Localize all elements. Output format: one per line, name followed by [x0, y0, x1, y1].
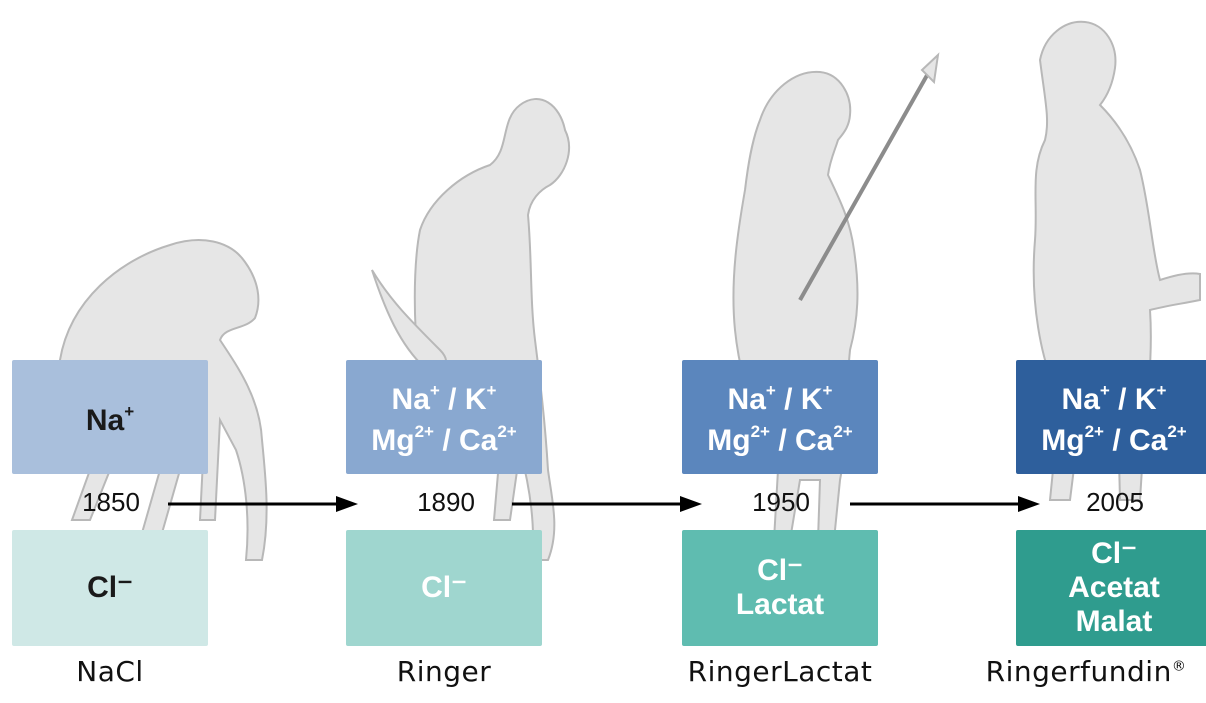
- ion-text: Mg: [707, 424, 750, 457]
- year-label: 1850: [46, 487, 176, 518]
- solution-name-text: NaCl: [76, 655, 143, 688]
- ion-text: Na: [392, 383, 430, 416]
- solution-name-text: Ringerfundin: [986, 655, 1172, 688]
- anion-box-ringerlactat: Cl⁻Lactat: [682, 530, 878, 646]
- cation-line: Mg2+ / Ca2+: [1041, 417, 1186, 458]
- year-label: 2005: [1050, 487, 1180, 518]
- charge-superscript: +: [124, 402, 134, 421]
- anion-line: Lactat: [736, 588, 824, 622]
- solution-name: NaCl: [0, 655, 230, 688]
- timeline-arrow: [850, 492, 1040, 516]
- charge-superscript: +: [487, 381, 497, 400]
- ion-text: / K: [1110, 383, 1157, 416]
- ion-text: Mg: [371, 424, 414, 457]
- anion-line: Cl⁻: [421, 571, 467, 605]
- anion-line: Cl⁻: [1091, 537, 1137, 571]
- solution-name-text: RingerLactat: [688, 655, 873, 688]
- cation-box-ringerlactat: Na+ / K+Mg2+ / Ca2+: [682, 360, 878, 474]
- anion-line: Acetat: [1068, 571, 1160, 605]
- charge-superscript: 2+: [751, 422, 770, 441]
- solution-name: Ringer: [324, 655, 564, 688]
- anion-line: Malat: [1076, 605, 1153, 639]
- cation-line: Na+: [86, 397, 134, 438]
- charge-superscript: 2+: [415, 422, 434, 441]
- timeline-arrow: [168, 492, 358, 516]
- ion-text: / K: [776, 383, 823, 416]
- ion-text: / Ca: [770, 424, 833, 457]
- solution-name: RingerLactat: [660, 655, 900, 688]
- cation-line: Mg2+ / Ca2+: [707, 417, 852, 458]
- charge-superscript: +: [823, 381, 833, 400]
- cation-box-ringer: Na+ / K+Mg2+ / Ca2+: [346, 360, 542, 474]
- anion-box-ringer: Cl⁻: [346, 530, 542, 646]
- anion-box-nacl: Cl⁻: [12, 530, 208, 646]
- year-label: 1890: [381, 487, 511, 518]
- ion-text: / Ca: [434, 424, 497, 457]
- solution-name: Ringerfundin®: [966, 655, 1206, 688]
- charge-superscript: 2+: [833, 422, 852, 441]
- charge-superscript: +: [1157, 381, 1167, 400]
- anion-line: Cl⁻: [757, 554, 803, 588]
- charge-superscript: +: [1100, 381, 1110, 400]
- charge-superscript: +: [766, 381, 776, 400]
- ion-text: Na: [728, 383, 766, 416]
- charge-superscript: +: [430, 381, 440, 400]
- solution-name-text: Ringer: [397, 655, 492, 688]
- charge-superscript: 2+: [1167, 422, 1186, 441]
- cation-line: Na+ / K+: [1062, 376, 1167, 417]
- anion-line: Cl⁻: [87, 571, 133, 605]
- charge-superscript: 2+: [497, 422, 516, 441]
- ion-text: Na: [1062, 383, 1100, 416]
- cation-line: Na+ / K+: [392, 376, 497, 417]
- charge-superscript: 2+: [1085, 422, 1104, 441]
- cation-box-ringerfundin: Na+ / K+Mg2+ / Ca2+: [1016, 360, 1206, 474]
- cation-line: Mg2+ / Ca2+: [371, 417, 516, 458]
- year-label: 1950: [716, 487, 846, 518]
- timeline-arrow: [512, 492, 702, 516]
- cation-line: Na+ / K+: [728, 376, 833, 417]
- cation-box-nacl: Na+: [12, 360, 208, 474]
- registered-mark: ®: [1172, 659, 1187, 675]
- ion-text: Na: [86, 404, 124, 437]
- ion-text: / K: [440, 383, 487, 416]
- ion-text: Mg: [1041, 424, 1084, 457]
- ion-text: / Ca: [1104, 424, 1167, 457]
